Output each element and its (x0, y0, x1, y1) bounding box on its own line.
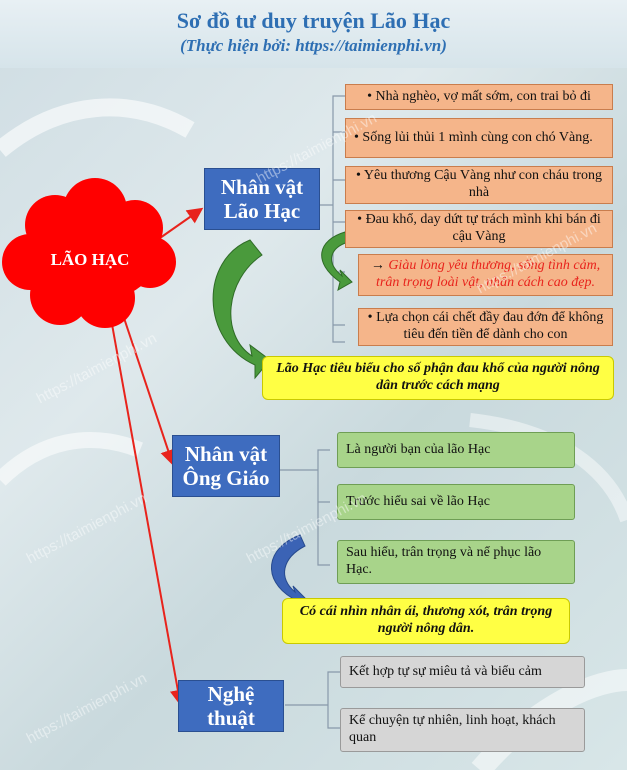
ong-giao-item-2: Trước hiểu sai về lão Hạc (337, 484, 575, 520)
node-ong-giao-line2: Ông Giáo (182, 466, 270, 490)
node-lao-hac[interactable]: Nhân vật Lão Hạc (204, 168, 320, 230)
arrow-mark: → (370, 258, 385, 274)
nghe-thuat-item-2: Kể chuyện tự nhiên, linh hoạt, khách qua… (340, 708, 585, 752)
node-lao-hac-line2: Lão Hạc (223, 199, 301, 223)
ong-giao-item-3: Sau hiểu, trân trọng và nể phục lão Hạc. (337, 540, 575, 584)
brace-branch3 (285, 671, 340, 729)
ong-giao-conclusion: Có cái nhìn nhân ái, thương xót, trân tr… (282, 598, 570, 644)
lao-hac-item-3: • Yêu thương Cậu Vàng như con cháu trong… (345, 166, 613, 204)
node-lao-hac-line1: Nhân vật (220, 174, 304, 199)
node-ong-giao-line1: Nhân vật (184, 441, 268, 466)
lao-hac-conclusion: Lão Hạc tiêu biểu cho số phận đau khổ củ… (262, 356, 614, 400)
page-subtitle: (Thực hiện bởi: https://taimienphi.vn) (180, 36, 447, 55)
brace-branch2 (280, 449, 330, 566)
lao-hac-highlight: Giàu lòng yêu thương, sống tình cảm, trâ… (376, 258, 601, 290)
center-label: LÃO HẠC (50, 249, 130, 269)
arrow-to-ong-giao (117, 299, 176, 466)
green-curve-arrow-2 (321, 231, 353, 292)
page-title: Sơ đồ tư duy truyện Lão Hạc (176, 8, 451, 33)
lao-hac-item-1: • Nhà nghèo, vợ mất sớm, con trai bỏ đi (345, 84, 613, 110)
lao-hac-item-5: • Lựa chọn cái chết đầy đau đớn để không… (358, 308, 613, 346)
arrow-to-nghe-thuat (107, 301, 186, 706)
node-nghe-thuat[interactable]: Nghệ thuật (178, 680, 284, 732)
header: Sơ đồ tư duy truyện Lão Hạc (Thực hiện b… (0, 0, 627, 68)
ong-giao-item-1: Là người bạn của lão Hạc (337, 432, 575, 468)
nghe-thuat-item-1: Kết hợp tự sự miêu tả và biểu cảm (340, 656, 585, 688)
lao-hac-item-4: • Đau khổ, day dứt tự trách mình khi bán… (345, 210, 613, 248)
node-ong-giao[interactable]: Nhân vật Ông Giáo (172, 435, 280, 497)
lao-hac-item-2: • Sống lủi thủi 1 mình cùng con chó Vàng… (345, 118, 613, 158)
brace-branch1 (320, 95, 345, 343)
lao-hac-highlight-box: → Giàu lòng yêu thương, sống tình cảm, t… (358, 254, 613, 296)
